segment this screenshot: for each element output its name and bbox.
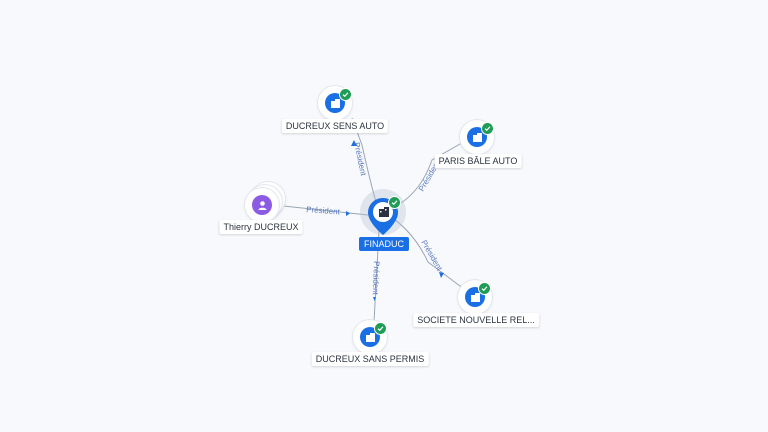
- verified-check-icon: [481, 122, 494, 135]
- node-label[interactable]: DUCREUX SANS PERMIS: [311, 352, 429, 366]
- verified-check-icon: [339, 88, 352, 101]
- edge-label-sens-auto: Président: [352, 142, 368, 178]
- node-label[interactable]: Thierry DUCREUX: [219, 220, 303, 234]
- building-icon: [379, 207, 389, 217]
- verified-check-icon: [388, 196, 401, 209]
- arrow-thierry: [346, 211, 350, 216]
- verified-check-icon: [478, 282, 491, 295]
- edge-label-sans-permis: Président: [371, 261, 381, 296]
- edge-label-thierry: Président: [306, 205, 341, 216]
- center-label[interactable]: FINADUC: [359, 237, 409, 251]
- node-circle: [245, 188, 279, 222]
- arrow-sens-auto: [351, 140, 357, 146]
- arrow-societe: [439, 272, 444, 278]
- node-label[interactable]: SOCIETE NOUVELLE REL...: [413, 313, 539, 327]
- person-icon: [252, 195, 272, 215]
- verified-check-icon: [374, 322, 387, 335]
- arrow-sans-permis: [373, 297, 376, 301]
- node-label[interactable]: PARIS BÂLE AUTO: [434, 154, 522, 168]
- edge-label-societe: Président: [419, 239, 444, 273]
- node-label[interactable]: DUCREUX SENS AUTO: [281, 119, 389, 133]
- edge-thierry-center: [273, 204, 369, 216]
